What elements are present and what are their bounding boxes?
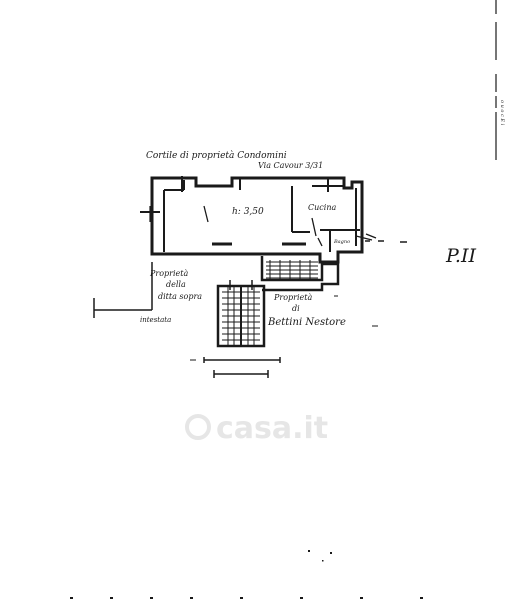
left-property-line2: della xyxy=(166,280,186,289)
right-property-line2: di xyxy=(292,304,300,313)
left-property-line4: intestata xyxy=(140,316,171,324)
watermark-logo-icon xyxy=(185,414,211,440)
apartment-walls xyxy=(150,176,364,264)
courtyard-label: Cortile di proprietà Condomini xyxy=(146,150,287,161)
edge-marks: o u o c E i xyxy=(499,100,505,126)
main-staircase xyxy=(216,280,266,348)
left-property-line1: Proprietà xyxy=(149,269,188,278)
watermark: casa.it xyxy=(185,411,328,446)
sheet-label: P.II xyxy=(445,245,476,267)
property-boundary-dashes xyxy=(190,295,378,361)
bath-label: Bagno xyxy=(333,239,350,245)
courtyard-address: Via Cavour 3/31 xyxy=(258,161,323,170)
lower-wing-walls xyxy=(93,256,340,318)
dash-marks xyxy=(365,240,407,243)
watermark-text: casa.it xyxy=(216,411,328,446)
kitchen-label: Cucina xyxy=(308,203,336,212)
upper-stair xyxy=(266,260,318,280)
stair-landing xyxy=(203,357,281,378)
interior-walls xyxy=(140,176,360,252)
right-property-line1: Proprietà xyxy=(273,293,312,302)
scan-specks xyxy=(70,550,423,599)
right-property-line3: Bettini Nestore xyxy=(267,317,346,328)
left-property-line3: ditta sopra xyxy=(158,292,202,301)
openings xyxy=(203,205,377,247)
room-height-label: h: 3,50 xyxy=(232,207,264,217)
